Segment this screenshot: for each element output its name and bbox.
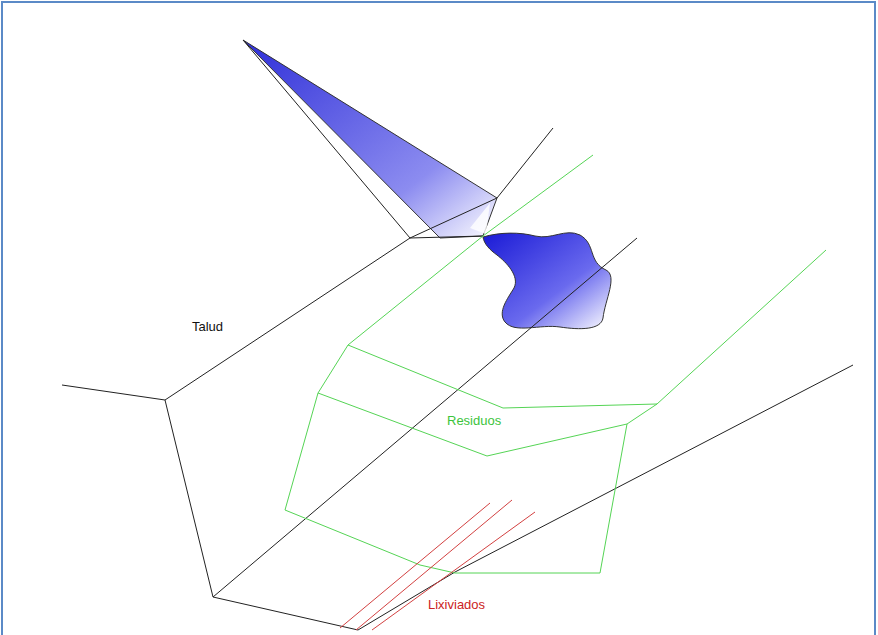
waste-lines <box>285 155 826 573</box>
leachate-pipes <box>340 500 535 630</box>
waste-label: Residuos <box>447 414 501 428</box>
trench-lines <box>62 40 853 630</box>
leachate-label: Lixiviados <box>428 598 485 612</box>
slope-label: Talud <box>192 320 223 334</box>
cone <box>243 40 497 238</box>
cone-highlight <box>470 203 490 234</box>
